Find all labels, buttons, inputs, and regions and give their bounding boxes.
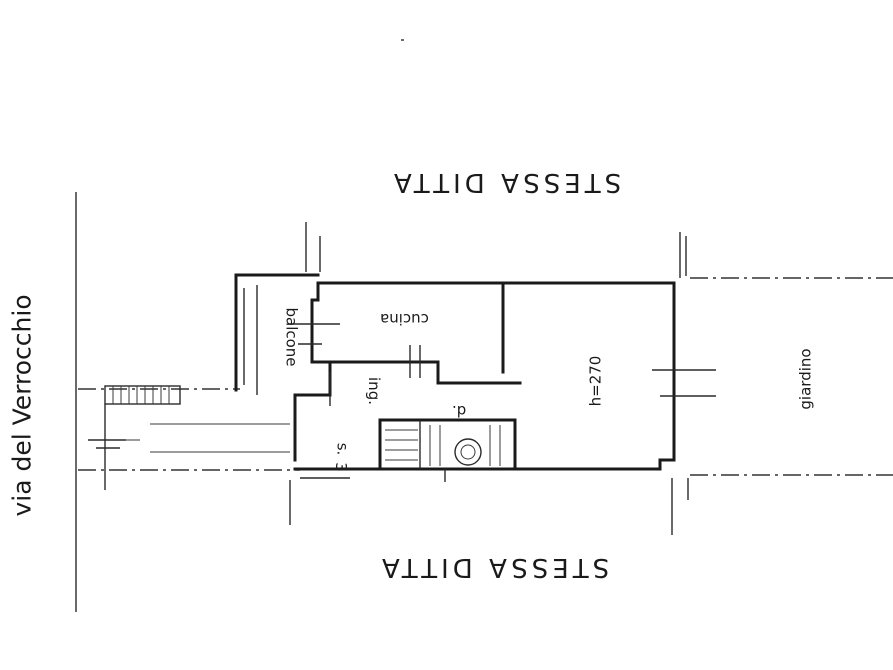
stair-block [378,418,517,471]
room-label-balcony: balcone [282,307,301,367]
room-label-garden: giardino [796,348,815,410]
room-label-height: h=270 [586,355,605,407]
stair-label-up: s. [333,442,352,456]
stair-spiral-inner [460,444,476,460]
stair-label-3: 3 [331,462,350,472]
room-label-entrance: ing. [364,377,383,405]
stair-spiral [454,438,482,466]
kitchen-partition [316,360,522,385]
external-stair [104,385,181,405]
building-outline [316,281,676,471]
balcony-outline [234,273,320,392]
neighbor-label-top: STESSA DITTA [390,167,622,197]
neighbor-label-bottom: STESSA DITTA [378,552,610,582]
street-label: via del Verrocchio [7,294,37,517]
stair-label-down: d. [452,402,467,420]
room-label-kitchen: cucina [380,310,429,328]
